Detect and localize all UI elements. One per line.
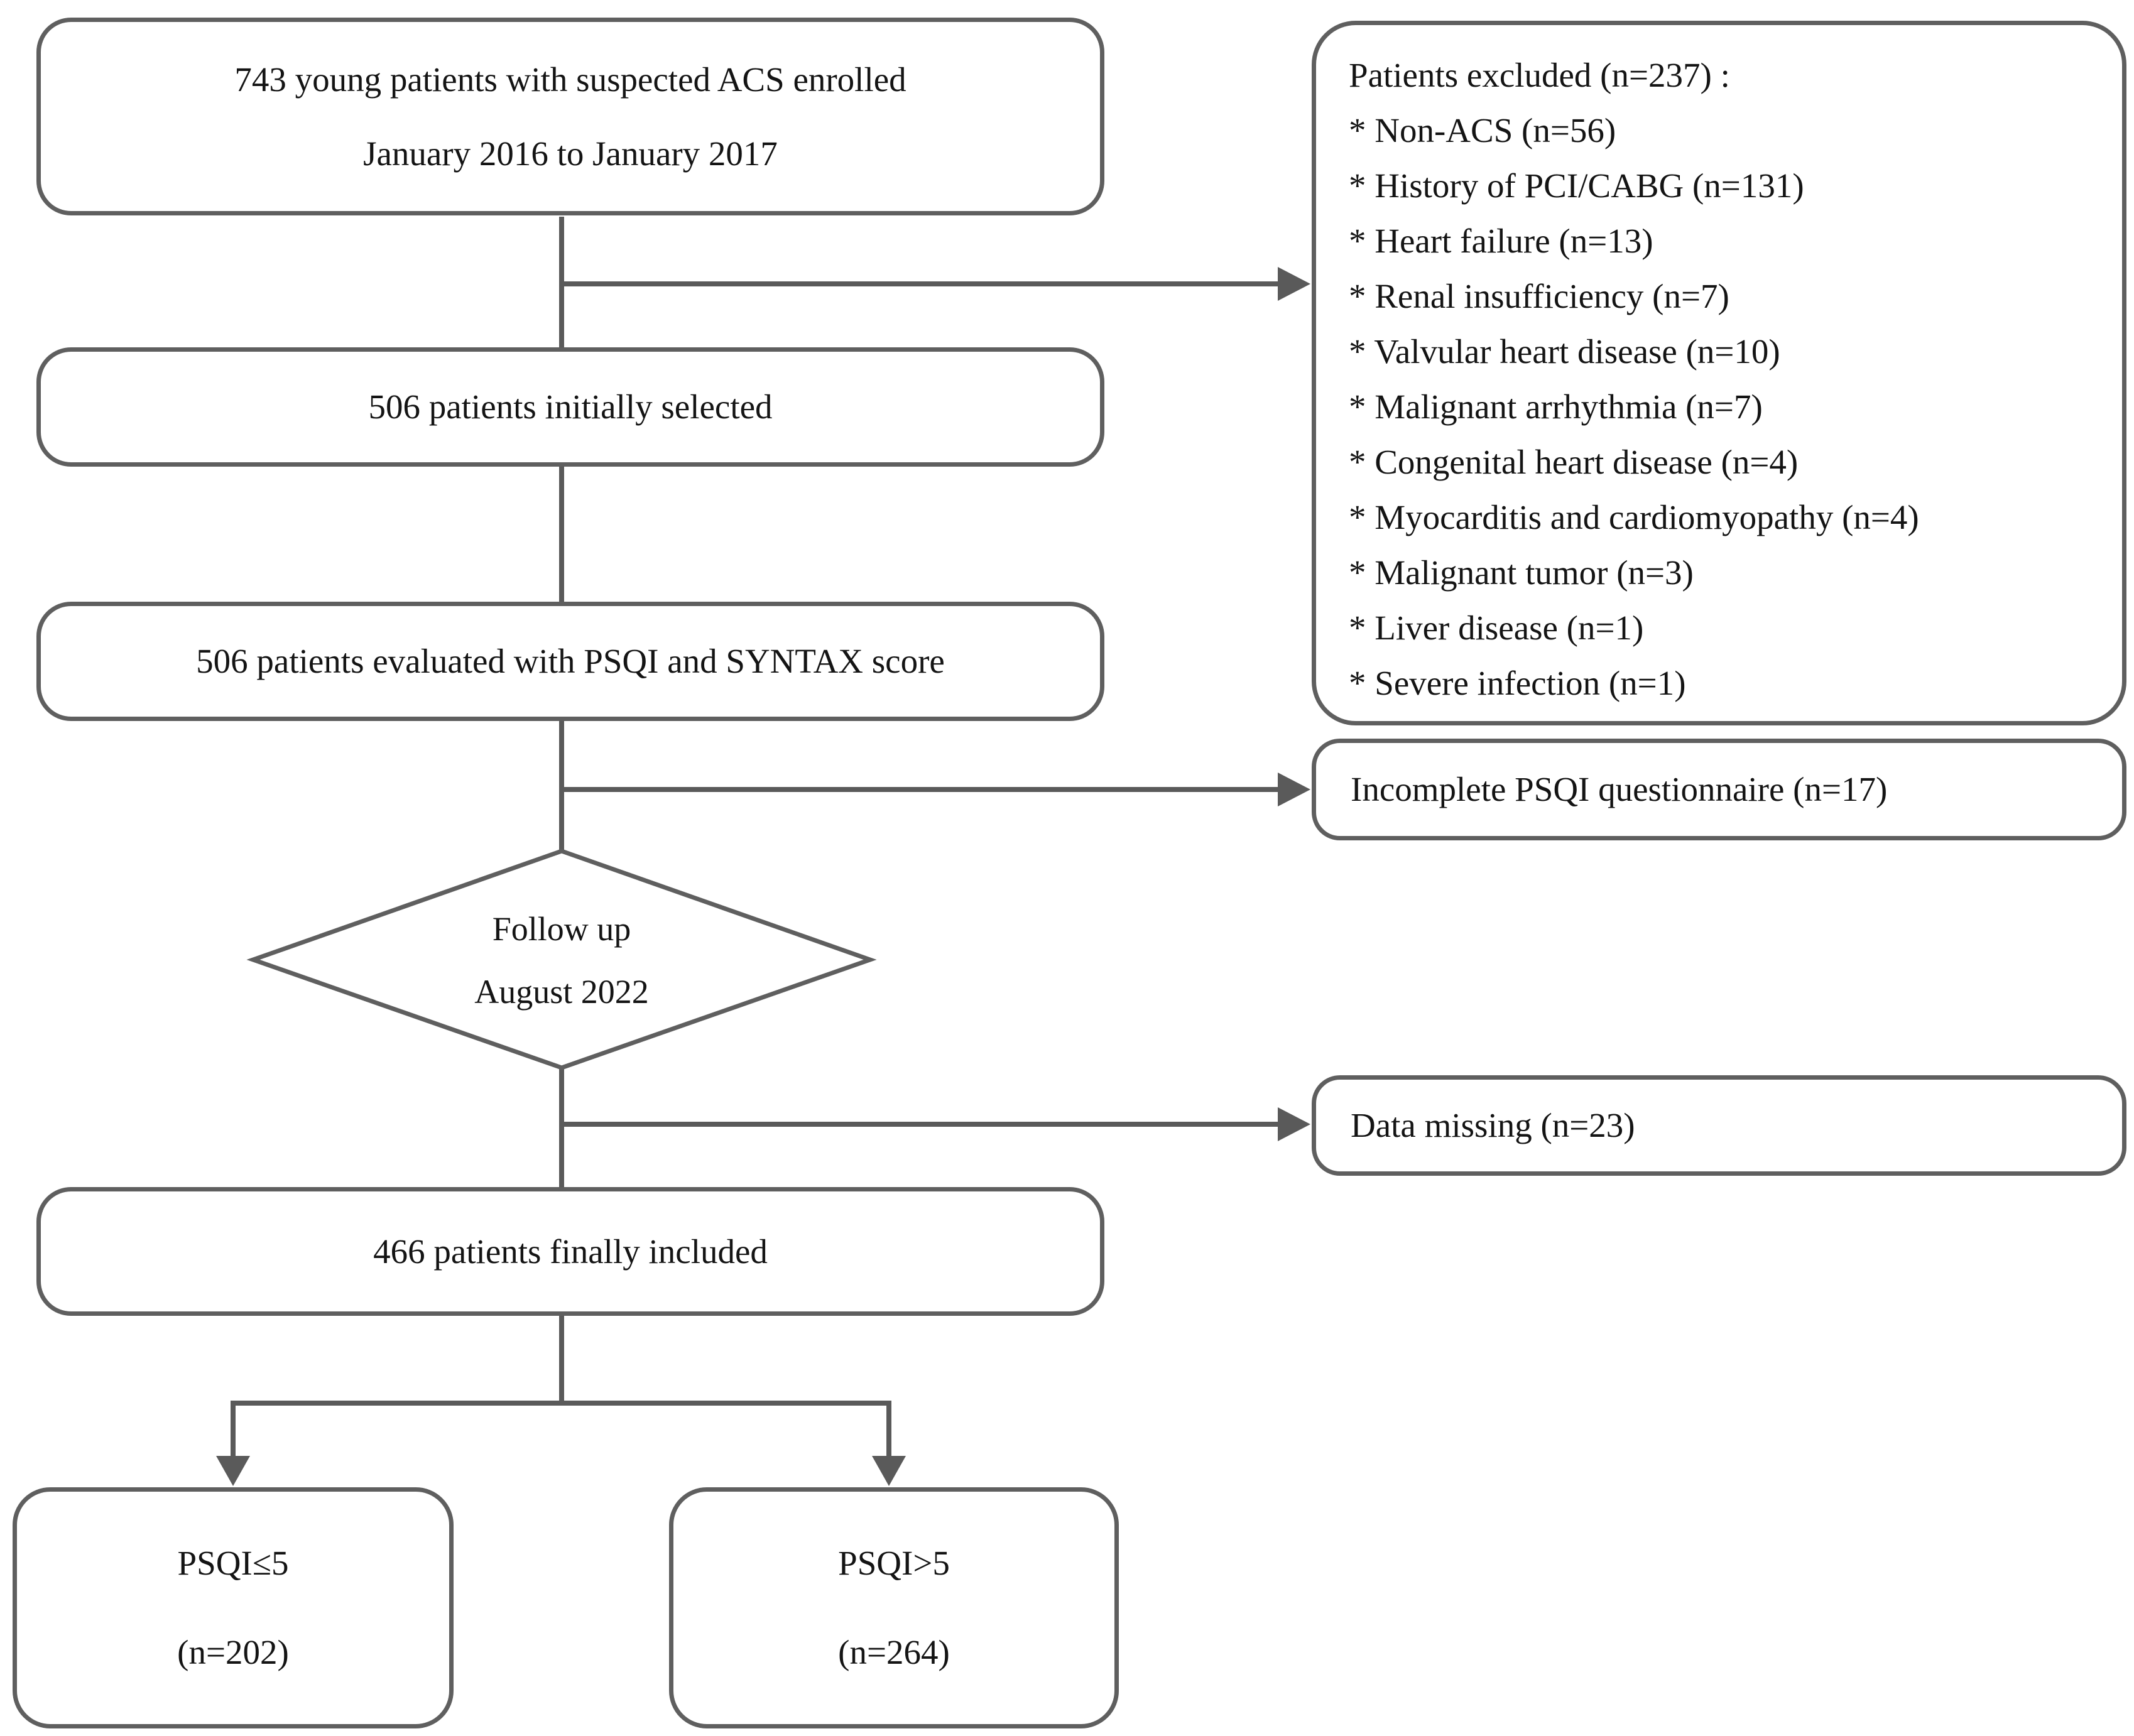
excluded-item: * Severe infection (n=1): [1349, 664, 1686, 702]
arrowhead-psqi-low: [216, 1456, 250, 1486]
followup-diamond-shape: [246, 849, 877, 1070]
evaluated-box-text: 506 patients evaluated with PSQI and SYN…: [196, 642, 945, 680]
evaluated-box: 506 patients evaluated with PSQI and SYN…: [36, 602, 1104, 721]
excluded-item: * Liver disease (n=1): [1349, 609, 1644, 647]
incomplete-psqi-box: Incomplete PSQI questionnaire (n=17): [1312, 739, 2126, 840]
followup-line1: Follow up: [492, 910, 631, 948]
psqi-low-line1: PSQI≤5: [177, 1544, 289, 1582]
data-missing-box: Data missing (n=23): [1312, 1075, 2126, 1176]
excluded-item: * Valvular heart disease (n=10): [1349, 332, 1780, 371]
incomplete-psqi-text: Incomplete PSQI questionnaire (n=17): [1351, 770, 1888, 808]
excluded-item: * Renal insufficiency (n=7): [1349, 277, 1729, 315]
excluded-item: * Malignant tumor (n=3): [1349, 553, 1694, 592]
excluded-box: Patients excluded (n=237) : * Non-ACS (n…: [1312, 21, 2126, 725]
excluded-item: * Congenital heart disease (n=4): [1349, 443, 1799, 481]
enrolled-box-line2: January 2016 to January 2017: [363, 134, 778, 173]
final-box-text: 466 patients finally included: [373, 1232, 768, 1271]
arrowhead-psqi-high: [872, 1456, 906, 1486]
excluded-item: * Myocarditis and cardiomyopathy (n=4): [1349, 498, 1919, 536]
selected-box-text: 506 patients initially selected: [368, 388, 773, 426]
excluded-item: * Malignant arrhythmia (n=7): [1349, 388, 1763, 426]
excluded-item: * History of PCI/CABG (n=131): [1349, 166, 1804, 205]
excluded-box-title: Patients excluded (n=237) :: [1349, 56, 1730, 94]
enrolled-box: 743 young patients with suspected ACS en…: [36, 18, 1104, 215]
selected-box: 506 patients initially selected: [36, 347, 1104, 467]
arrowhead-datamissing: [1278, 1107, 1310, 1141]
psqi-low-box: PSQI≤5 (n=202): [13, 1487, 454, 1728]
followup-diamond-label: Follow up August 2022: [373, 886, 750, 1035]
excluded-item: * Non-ACS (n=56): [1349, 111, 1616, 149]
psqi-high-line1: PSQI>5: [838, 1544, 950, 1582]
final-box: 466 patients finally included: [36, 1187, 1104, 1316]
enrolled-box-line1: 743 young patients with suspected ACS en…: [234, 60, 906, 99]
data-missing-text: Data missing (n=23): [1351, 1106, 1635, 1144]
psqi-high-box: PSQI>5 (n=264): [669, 1487, 1119, 1728]
arrowhead-incomplete: [1278, 773, 1310, 806]
psqi-low-line2: (n=202): [177, 1633, 289, 1671]
excluded-item: * Heart failure (n=13): [1349, 222, 1653, 260]
arrowhead-excluded: [1278, 267, 1310, 301]
psqi-high-line2: (n=264): [838, 1633, 950, 1671]
followup-line2: August 2022: [474, 973, 649, 1011]
